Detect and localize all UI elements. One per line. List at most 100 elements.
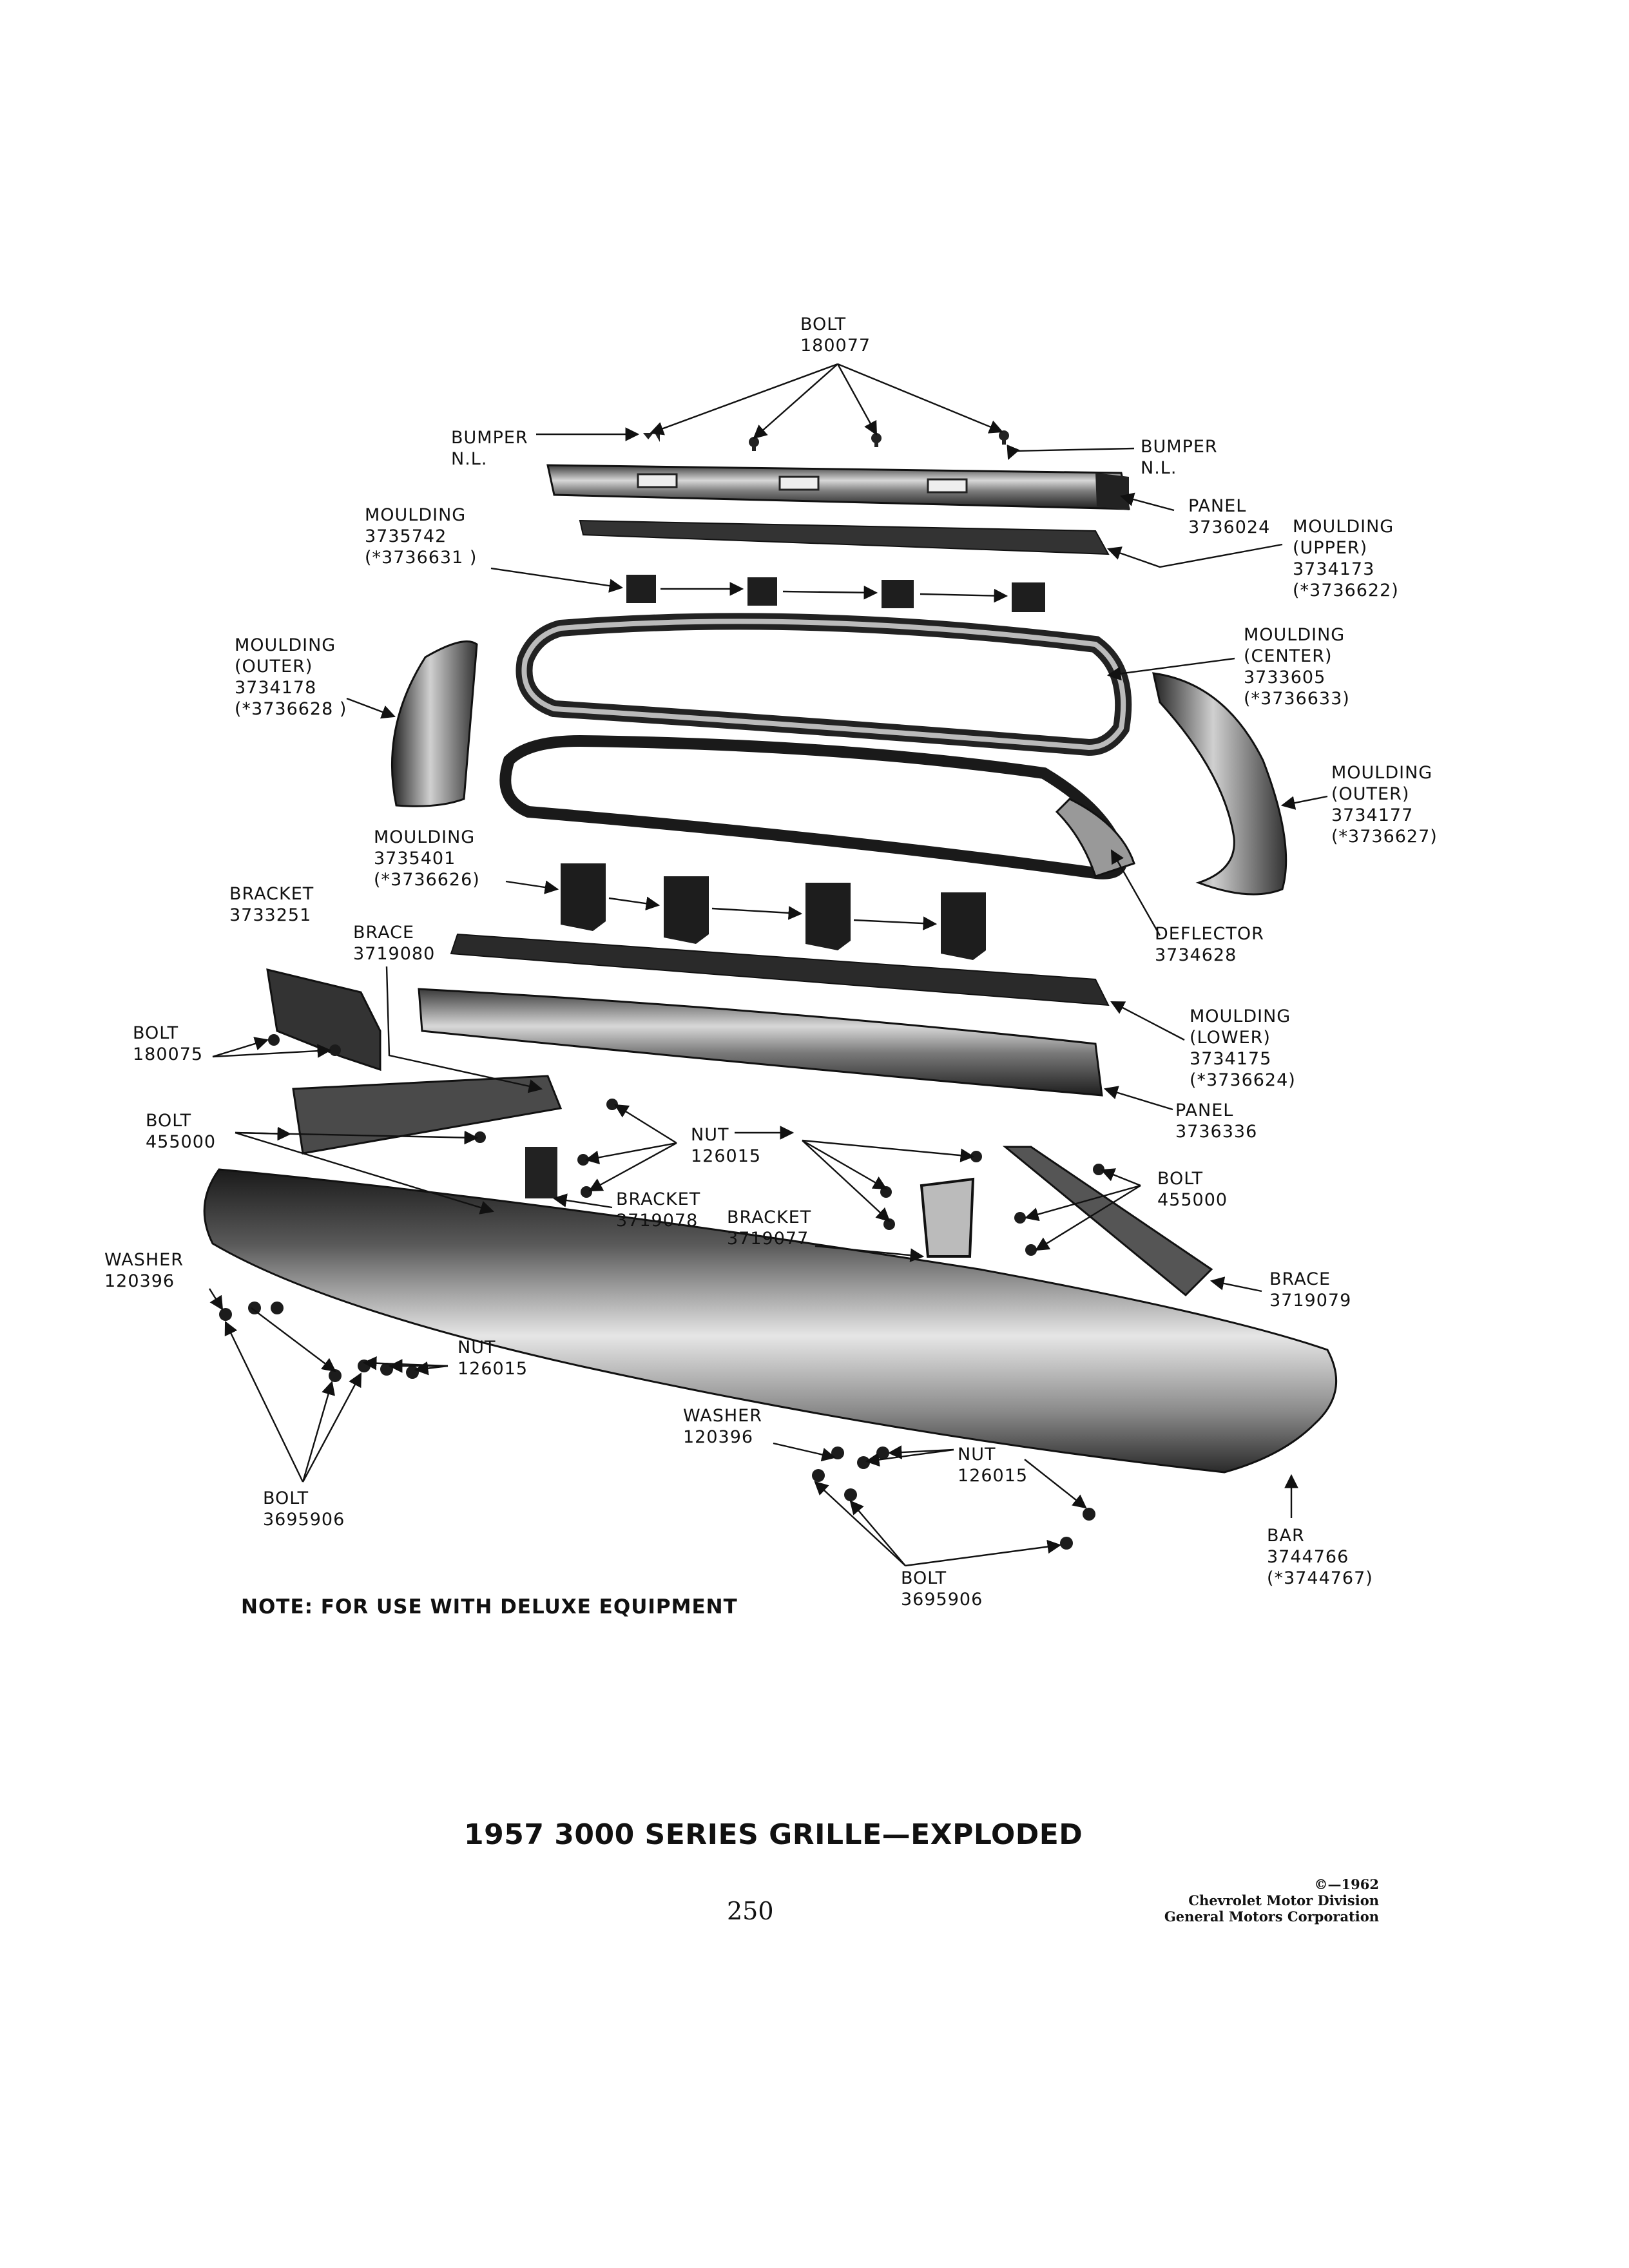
label-line: BOLT bbox=[1157, 1169, 1203, 1189]
page-number: 250 bbox=[727, 1897, 774, 1925]
label-line: (*3736631 ) bbox=[365, 548, 477, 568]
label-line: NUT bbox=[691, 1125, 729, 1145]
label-line: 3733605 bbox=[1244, 668, 1325, 687]
label-moulding-3734178: MOULDING(OUTER)3734178(*3736628 ) bbox=[235, 635, 347, 719]
label-line: NUT bbox=[458, 1338, 496, 1358]
label-line: 3734173 bbox=[1293, 559, 1374, 579]
moulding-3733605-part bbox=[516, 613, 1132, 756]
label-line: 3719079 bbox=[1269, 1291, 1351, 1311]
label-line: 3734178 bbox=[235, 678, 316, 698]
brace-3719079-part bbox=[1002, 1146, 1213, 1297]
label-line: (*3736627) bbox=[1331, 827, 1438, 847]
moulding-clip-parts bbox=[561, 863, 986, 960]
label-line: BOLT bbox=[133, 1023, 178, 1043]
label-line: (*3736626) bbox=[374, 870, 480, 890]
deluxe-equipment-note: NOTE: FOR USE WITH DELUXE EQUIPMENT bbox=[241, 1595, 738, 1619]
bracket-3719078-part bbox=[525, 1147, 557, 1198]
parts bbox=[203, 429, 1338, 1550]
label-moulding-3734173: MOULDING(UPPER)3734173(*3736622) bbox=[1293, 517, 1399, 601]
label-line: DEFLECTOR bbox=[1155, 924, 1264, 944]
label-line: BRACKET bbox=[727, 1207, 811, 1227]
label-line: 126015 bbox=[691, 1146, 761, 1166]
label-line: 455000 bbox=[146, 1132, 216, 1152]
label-line: 3719080 bbox=[353, 944, 435, 964]
label-line: (CENTER) bbox=[1244, 646, 1333, 666]
label-line: 3719078 bbox=[616, 1211, 698, 1231]
label-line: 3695906 bbox=[901, 1590, 983, 1610]
label-line: NUT bbox=[958, 1445, 996, 1465]
label-line: BOLT bbox=[901, 1568, 947, 1588]
moulding-3735742-parts bbox=[626, 575, 1045, 612]
label-line: 3734628 bbox=[1155, 945, 1237, 965]
label-line: 120396 bbox=[683, 1427, 753, 1447]
copyright-block: ©—1962 Chevrolet Motor Division General … bbox=[1108, 1876, 1379, 1925]
label-line: MOULDING bbox=[1244, 625, 1345, 645]
label-line: WASHER bbox=[104, 1250, 184, 1270]
label-line: BUMPER bbox=[1141, 437, 1218, 457]
bolt-180077-parts bbox=[643, 429, 1009, 451]
label-line: (UPPER) bbox=[1293, 538, 1367, 558]
label-line: (*3736624) bbox=[1190, 1070, 1296, 1090]
brace-3719080-part bbox=[292, 1075, 563, 1155]
copyright-corporation: General Motors Corporation bbox=[1164, 1908, 1379, 1925]
bracket-3733251-part bbox=[266, 968, 381, 1072]
leader-lines bbox=[208, 363, 1328, 1567]
label-line: 120396 bbox=[104, 1271, 175, 1291]
label-line: BAR bbox=[1267, 1526, 1305, 1546]
label-line: (OUTER) bbox=[235, 657, 313, 677]
label-moulding-3733605: MOULDING(CENTER) 3733605 (*3736633) bbox=[1244, 625, 1350, 709]
label-line: BOLT bbox=[800, 314, 846, 334]
label-line: 455000 bbox=[1157, 1190, 1228, 1210]
label-line: 3719077 bbox=[727, 1229, 809, 1249]
copyright-year: ©—1962 bbox=[1314, 1876, 1379, 1892]
bar-3744766-part bbox=[203, 1168, 1338, 1474]
label-line: 3734177 bbox=[1331, 805, 1413, 825]
label-line: MOULDING bbox=[235, 635, 336, 655]
label-line: 126015 bbox=[958, 1466, 1028, 1486]
label-line: 3735401 bbox=[374, 849, 456, 869]
label-line: BRACKET bbox=[616, 1189, 700, 1209]
label-line: PANEL bbox=[1188, 496, 1246, 516]
moulding-3735401-part bbox=[499, 735, 1135, 879]
label-moulding-3734177: MOULDING(OUTER)3734177(*3736627) bbox=[1331, 763, 1438, 847]
label-line: BRACE bbox=[353, 923, 414, 943]
label-line: WASHER bbox=[683, 1406, 762, 1426]
label-line: BOLT bbox=[263, 1488, 309, 1508]
label-line: 180077 bbox=[800, 336, 871, 356]
label-line: (*3736633) bbox=[1244, 689, 1350, 709]
copyright-division: Chevrolet Motor Division bbox=[1188, 1892, 1379, 1908]
bracket-3719077-part bbox=[920, 1177, 975, 1258]
label-line: BUMPER bbox=[451, 428, 528, 448]
label-line: 3695906 bbox=[263, 1510, 345, 1530]
label-line: (*3736628 ) bbox=[235, 699, 347, 719]
panel-3736024-part bbox=[546, 464, 1130, 510]
moulding-3734178-part bbox=[390, 640, 478, 807]
moulding-3734177-part bbox=[1152, 672, 1287, 896]
label-line: (OUTER) bbox=[1331, 784, 1409, 804]
label-line: N.L. bbox=[451, 449, 487, 469]
label-line: (*3744767) bbox=[1267, 1568, 1373, 1588]
label-line: MOULDING bbox=[1293, 517, 1394, 537]
